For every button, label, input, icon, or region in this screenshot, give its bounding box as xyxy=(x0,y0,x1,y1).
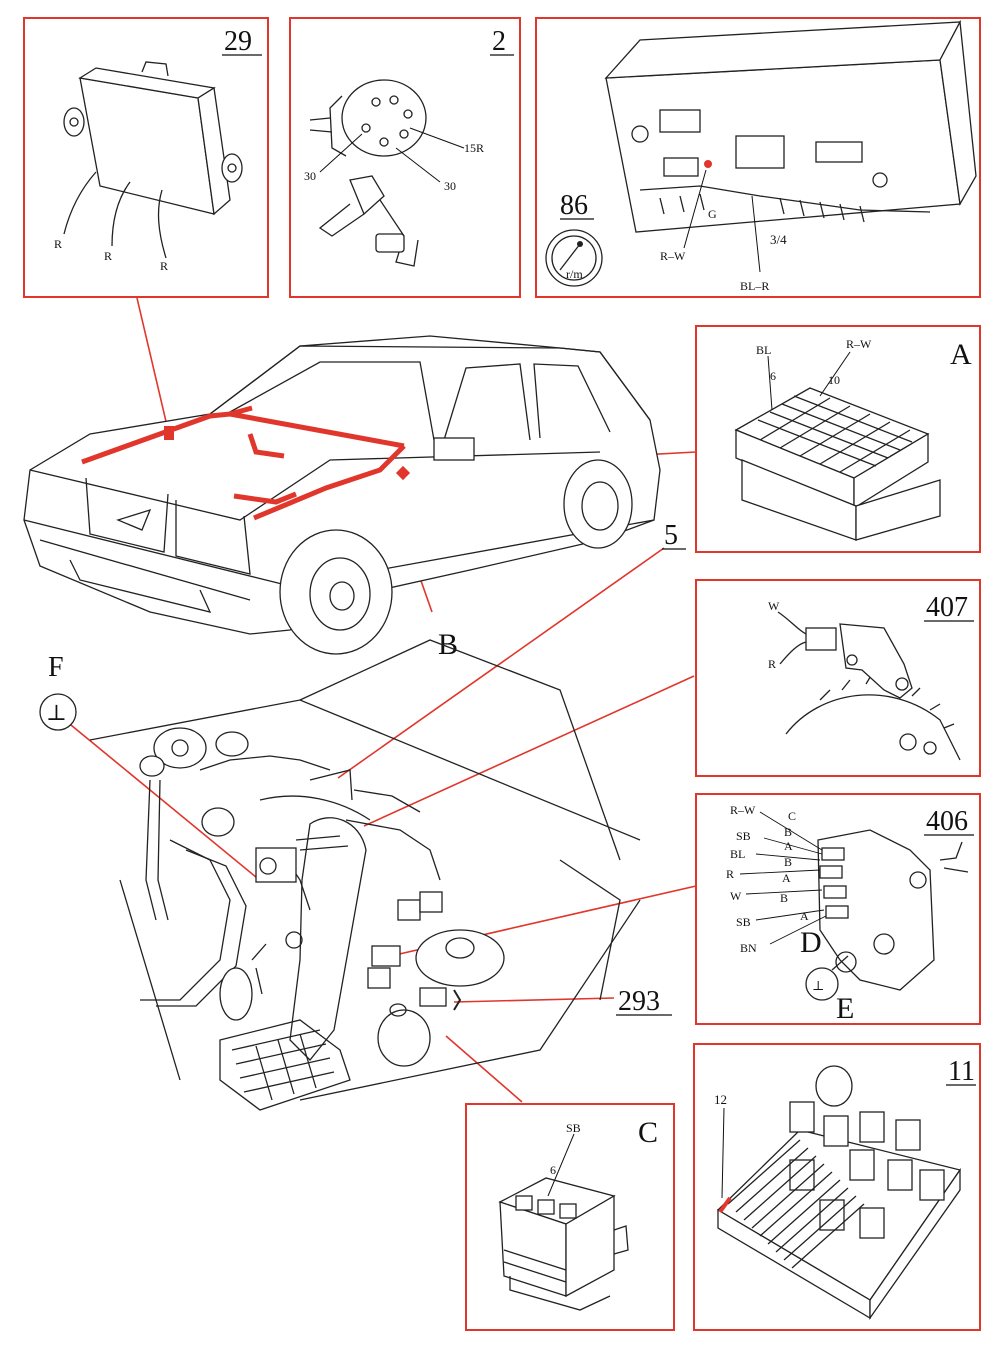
panel-86-pin: 3/4 xyxy=(770,232,787,247)
panel-406-pin-a1: A xyxy=(784,839,793,853)
panel-11-pin: 12 xyxy=(714,1092,727,1107)
callout-293: 293 xyxy=(618,986,660,1017)
panel-86-wire-rw: R–W xyxy=(660,249,686,263)
panel-29-wire-2: R xyxy=(104,249,112,263)
panel-c: C SB 6 xyxy=(465,1103,675,1331)
panel-406: 406 R–W SB BL R W SB BN C B A B A B A D xyxy=(695,793,981,1025)
panel-407-wire-r: R xyxy=(768,657,776,671)
panel-406-letter-e: E xyxy=(836,992,854,1025)
panel-2: 2 15R 30 30 xyxy=(289,17,521,298)
panel-29-wire-3: R xyxy=(160,259,168,273)
connector-c-icon xyxy=(498,1177,629,1311)
engine-bay-illustration xyxy=(89,639,641,1111)
panel-406-pin-a2: A xyxy=(782,871,791,885)
panel-86-wire-g: G xyxy=(708,207,717,221)
panel-406-pin-c: C xyxy=(788,809,796,823)
panel-86-unit: r/m xyxy=(566,267,583,281)
panel-29-number: 29 xyxy=(224,26,252,57)
panel-29: 29 R R R xyxy=(23,17,269,298)
panel-86-wire-blr: BL–R xyxy=(740,279,769,293)
panel-2-label-15r: 15R xyxy=(464,141,484,155)
car-illustration xyxy=(23,335,661,655)
panel-a-pin-6: 6 xyxy=(770,369,776,383)
panel-29-wire-1: R xyxy=(54,237,62,251)
control-unit-icon xyxy=(63,61,243,259)
harness-b xyxy=(81,405,406,521)
panel-406-wire-r: R xyxy=(726,867,734,881)
panel-2-label-30a: 30 xyxy=(304,169,316,183)
callout-b: B xyxy=(438,628,458,661)
panel-407: 407 W R xyxy=(695,579,981,777)
fuse-box-icon xyxy=(716,1065,962,1321)
panel-406-wire-bn: BN xyxy=(740,941,757,955)
panel-406-number: 406 xyxy=(926,806,968,837)
panel-406-pin-b3: B xyxy=(780,891,788,905)
connector-a-icon xyxy=(734,387,941,541)
panel-11-number: 11 xyxy=(948,1056,975,1087)
panel-a-pin-10: 10 xyxy=(828,373,840,387)
ground-e-icon: ⊥ xyxy=(805,955,849,1001)
panel-a-wire-bl: BL xyxy=(756,343,771,357)
panel-407-wire-w: W xyxy=(768,599,780,613)
panel-406-pin-b2: B xyxy=(784,855,792,869)
panel-406-pin-b1: B xyxy=(784,825,792,839)
panel-406-wire-w: W xyxy=(730,889,742,903)
panel-86-number: 86 xyxy=(560,190,588,221)
panel-2-number: 2 xyxy=(492,26,506,57)
panel-406-wire-sb1: SB xyxy=(736,829,751,843)
panel-406-letter-d: D xyxy=(800,926,822,959)
sensor-406-icon xyxy=(817,829,969,991)
panel-86: 86 r/m R–W G BL–R 3/4 xyxy=(535,17,981,298)
ground-f-symbol: ⊥ xyxy=(46,700,67,725)
tachometer-icon xyxy=(545,229,603,287)
panel-407-number: 407 xyxy=(926,592,968,623)
sensor-407-icon xyxy=(785,623,961,761)
ground-e-symbol: ⊥ xyxy=(812,978,824,993)
ignition-switch-icon xyxy=(309,79,427,267)
panel-2-label-30b: 30 xyxy=(444,179,456,193)
panel-a-letter: A xyxy=(950,338,972,371)
panel-406-wire-bl: BL xyxy=(730,847,745,861)
panel-406-pin-a3: A xyxy=(800,909,809,923)
panel-406-wire-rw: R–W xyxy=(730,803,756,817)
panel-c-wire-sb: SB xyxy=(566,1121,581,1135)
panel-406-wire-sb2: SB xyxy=(736,915,751,929)
instrument-cluster-icon xyxy=(604,19,977,233)
panel-a-wire-rw: R–W xyxy=(846,337,872,351)
callout-5: 5 xyxy=(664,520,678,551)
ground-f-icon: ⊥ xyxy=(39,693,77,731)
callout-f: F xyxy=(48,652,64,683)
panel-c-pin-6: 6 xyxy=(550,1163,556,1177)
panel-a: A BL R–W 6 10 xyxy=(695,325,981,553)
panel-c-letter: C xyxy=(638,1116,658,1149)
panel-11: 11 12 xyxy=(693,1043,981,1331)
